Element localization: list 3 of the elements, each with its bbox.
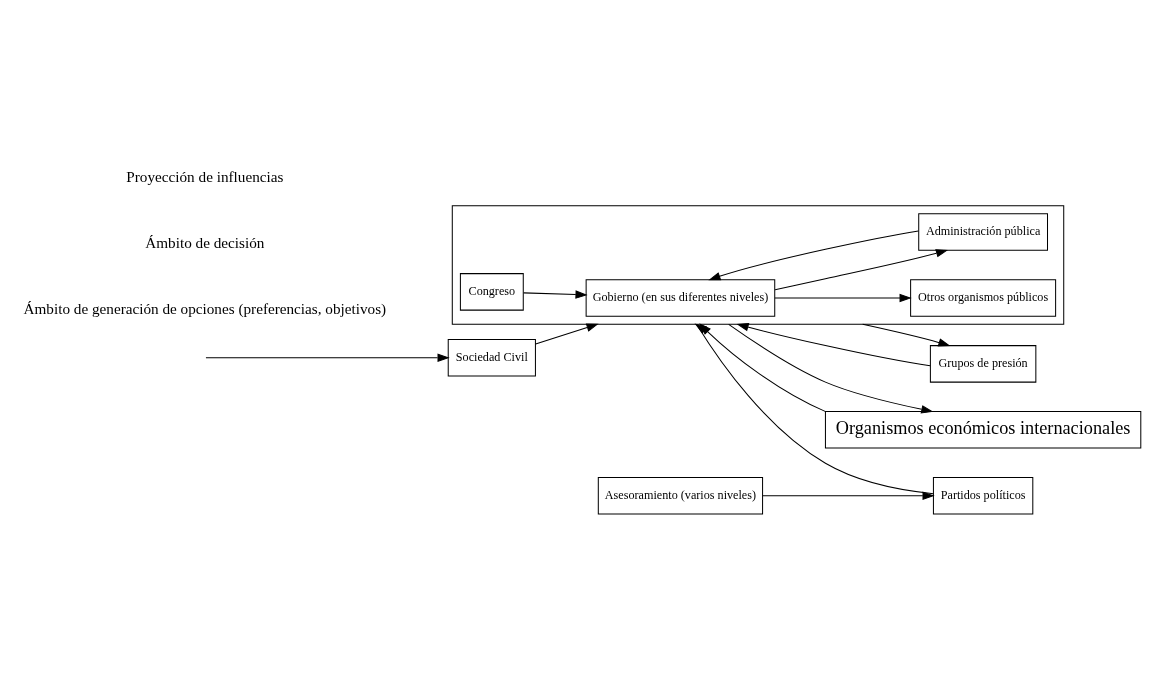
label: Proyección de influencias [126, 167, 284, 185]
label: Ámbito de decisión [145, 233, 265, 251]
label: Ámbito de generación de opciones (preferencias, objetivos) [23, 299, 387, 317]
